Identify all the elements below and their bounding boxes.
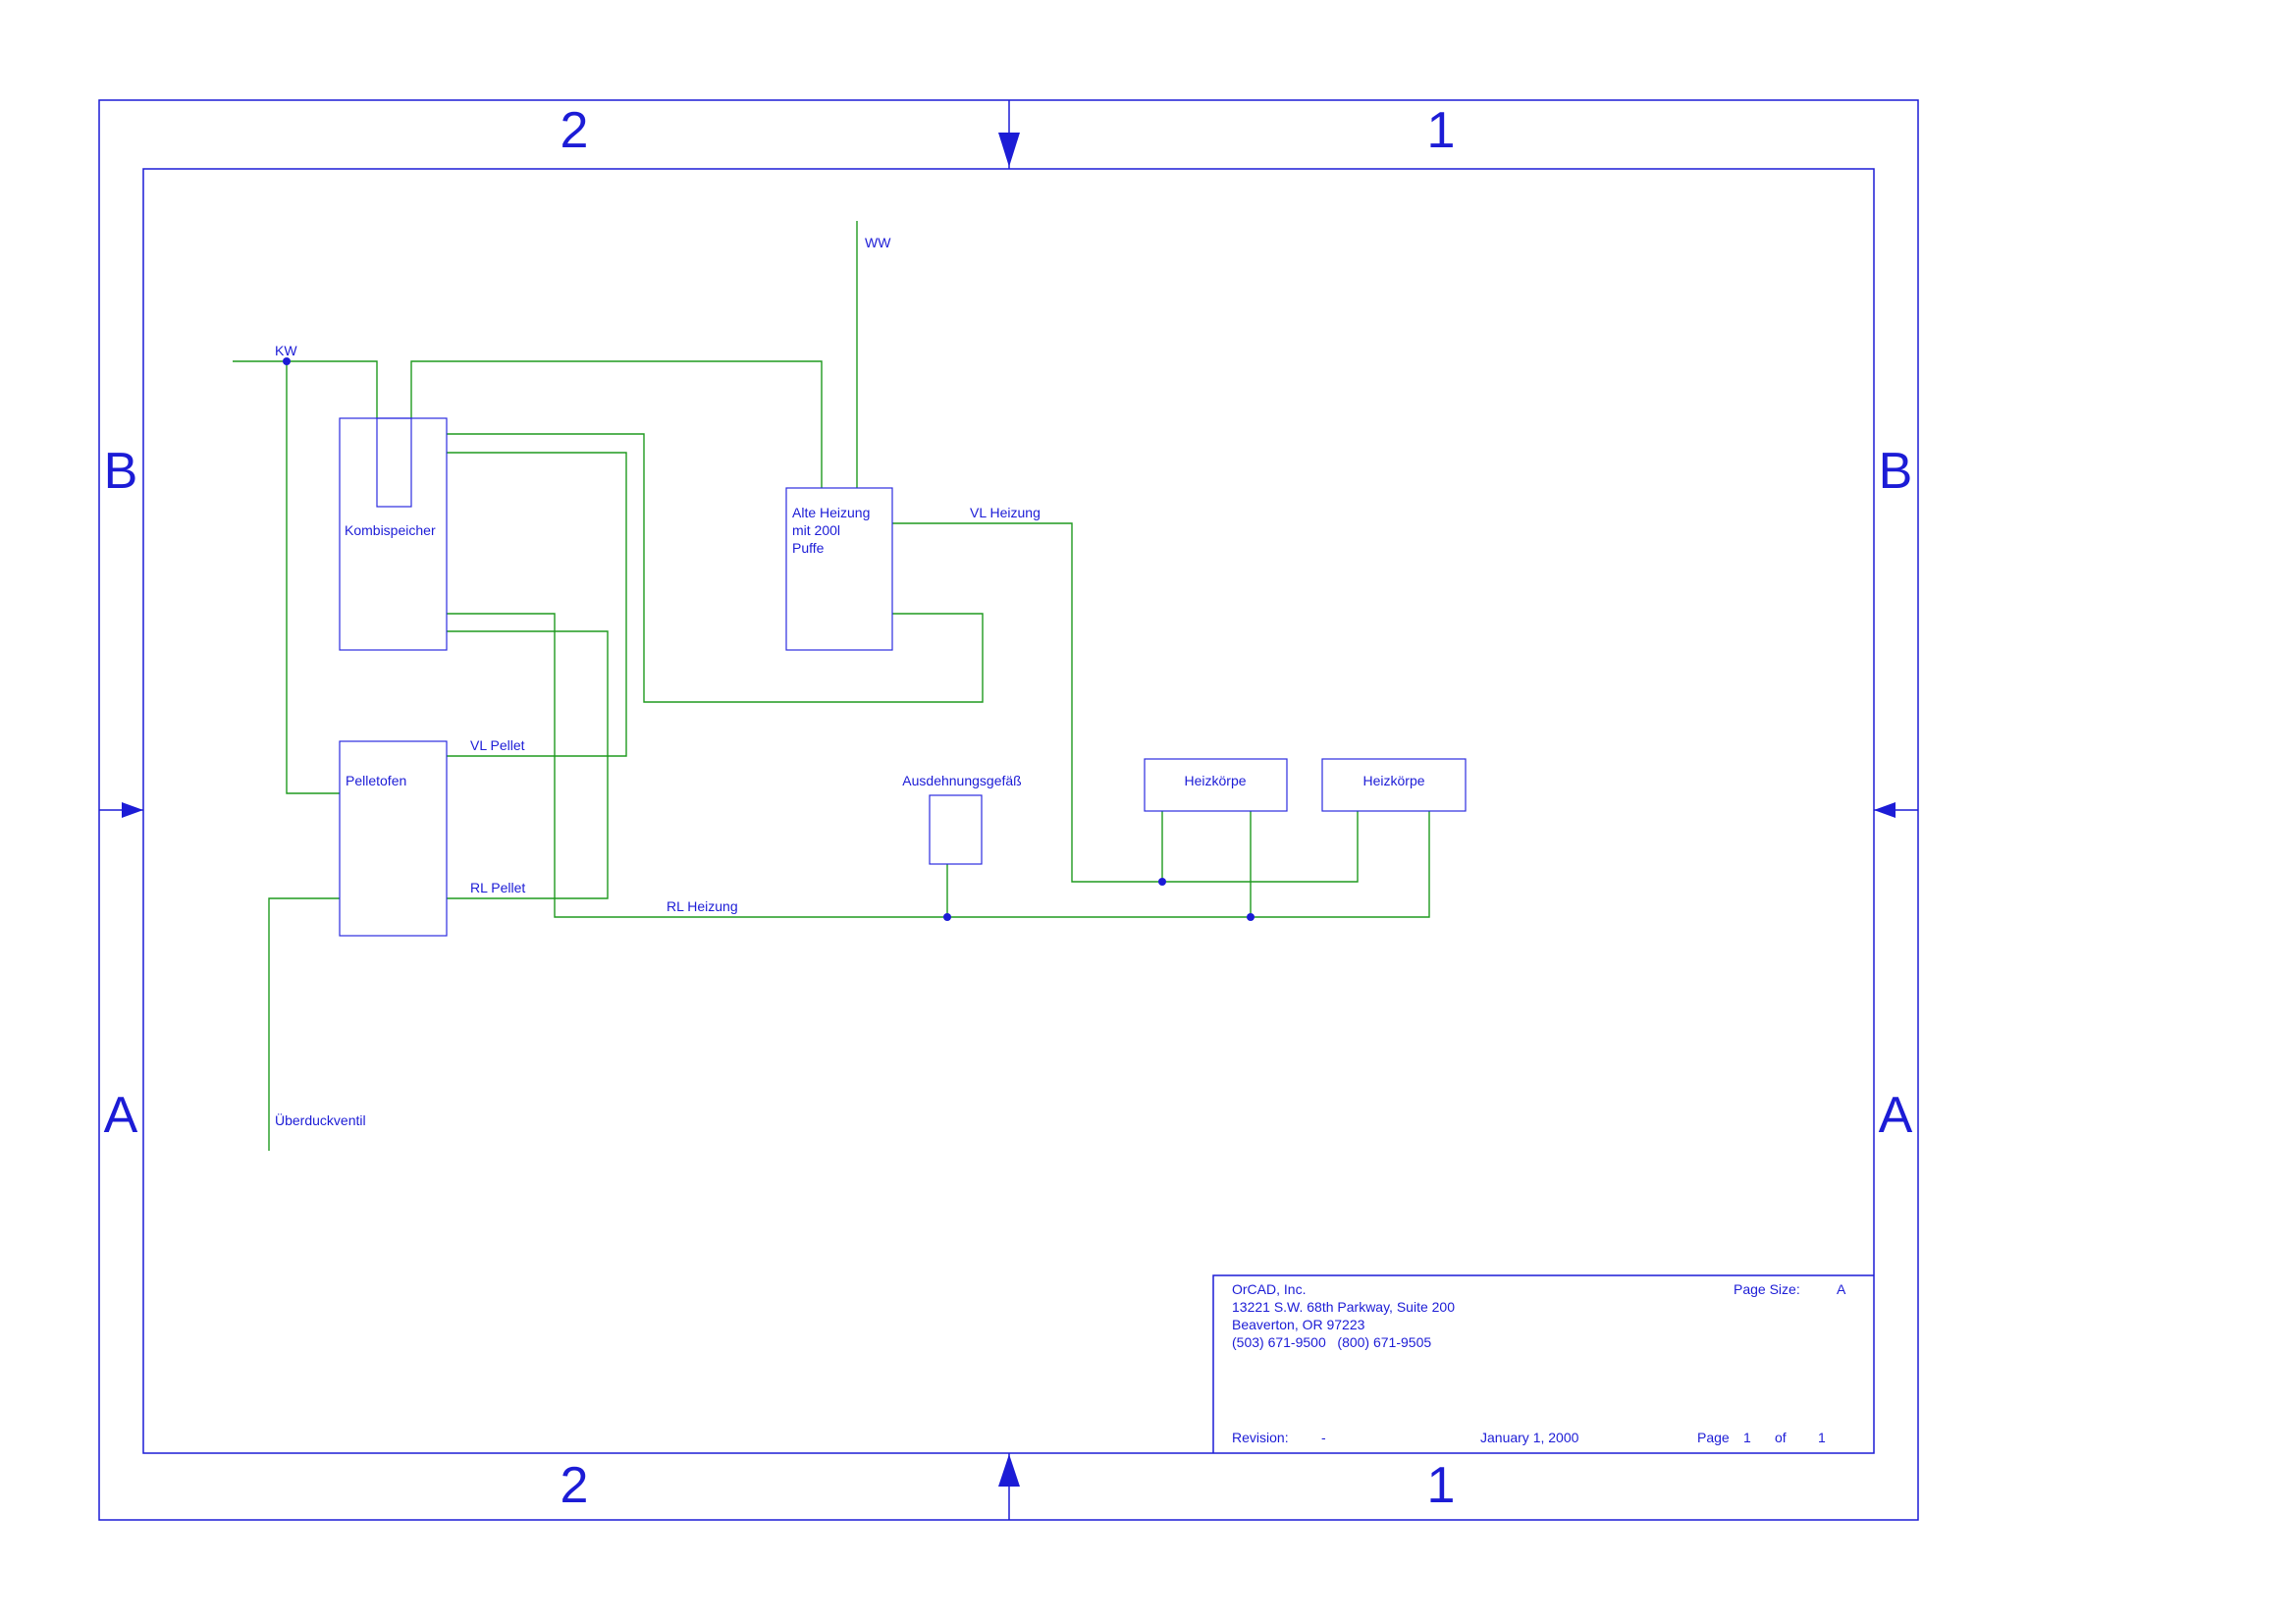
page-number: 1: [1743, 1430, 1751, 1445]
ueberdruckventil-line: [268, 897, 340, 1151]
inner-border: [142, 168, 1875, 1454]
alte-heizung-label-3: Puffe: [792, 540, 825, 556]
bottom-center-arrow-icon: [998, 1454, 1020, 1487]
zone-right-lower: A: [1879, 1087, 1913, 1144]
alte-heizung-label-1: Alte Heizung: [792, 505, 870, 520]
top-center-arrow-icon: [998, 133, 1020, 167]
net-label-ww: WW: [865, 235, 891, 250]
of-label: of: [1775, 1430, 1787, 1445]
left-center-arrow-icon: [122, 802, 143, 818]
title-block: OrCAD, Inc. 13221 S.W. 68th Parkway, Sui…: [1212, 1274, 1874, 1453]
kombispeicher-coil: [376, 417, 412, 508]
kw-drop-to-pelletofen: [286, 361, 340, 794]
kw-line: [233, 360, 378, 418]
junction-rl-ausdehnung: [943, 913, 951, 921]
title-phone: (503) 671-9500 (800) 671-9505: [1232, 1334, 1431, 1350]
components: Kombispeicher Alte Heizung mit 200l Puff…: [339, 417, 1467, 937]
coil-to-alte-heizung: [410, 360, 823, 488]
speicher-loop-outer: [447, 433, 984, 703]
page-label: Page: [1697, 1430, 1730, 1445]
rl-heizung-line: [447, 613, 1430, 918]
page-total: 1: [1818, 1430, 1826, 1445]
right-center-arrow-icon: [1874, 802, 1896, 818]
rl-pellet-line: [447, 630, 609, 899]
alte-heizung-label-2: mit 200l: [792, 522, 840, 538]
zone-top-left: 2: [561, 102, 589, 159]
drawing-frame: 2 1 2 1 B A B A: [98, 99, 1919, 1521]
page-size-label: Page Size:: [1734, 1281, 1800, 1297]
junction-vl-heizkoerper: [1158, 878, 1166, 886]
title-company: OrCAD, Inc.: [1232, 1281, 1306, 1297]
revision-value: -: [1321, 1430, 1326, 1445]
net-label-vl-pellet: VL Pellet: [470, 737, 525, 753]
zone-right-upper: B: [1879, 443, 1913, 500]
junction-kw: [283, 357, 291, 365]
junction-rl-heizkoerper: [1247, 913, 1255, 921]
pelletofen-box: [339, 740, 448, 937]
net-label-vl-heizung: VL Heizung: [970, 505, 1041, 520]
net-label-rl-heizung: RL Heizung: [667, 898, 738, 914]
pipe-network: [233, 221, 1430, 1151]
title-date: January 1, 2000: [1480, 1430, 1579, 1445]
zone-left-upper: B: [104, 443, 138, 500]
vl-heizung-line: [892, 522, 1359, 883]
revision-label: Revision:: [1232, 1430, 1289, 1445]
ausdehnungsgefaess-box: [929, 794, 983, 865]
zone-left-lower: A: [104, 1087, 138, 1144]
outer-border: [98, 99, 1919, 1521]
page-size-value: A: [1837, 1281, 1846, 1297]
ausdehnungsgefaess-label: Ausdehnungsgefäß: [902, 773, 1021, 788]
title-block-border: [1212, 1274, 1874, 1453]
pelletofen-label: Pelletofen: [346, 773, 406, 788]
zone-bottom-left: 2: [561, 1457, 589, 1514]
heizkoerper-1-box: [1144, 758, 1288, 812]
title-address-2: Beaverton, OR 97223: [1232, 1317, 1365, 1332]
title-address-1: 13221 S.W. 68th Parkway, Suite 200: [1232, 1299, 1455, 1315]
alte-heizung-box: [785, 487, 893, 651]
net-label-rl-pellet: RL Pellet: [470, 880, 525, 895]
zone-bottom-right: 1: [1427, 1457, 1456, 1514]
net-label-kw: KW: [275, 343, 297, 358]
vl-pellet-line: [447, 452, 627, 757]
heizkoerper-1-label: Heizkörpe: [1184, 773, 1246, 788]
heizkoerper-2-label: Heizkörpe: [1362, 773, 1424, 788]
kombispeicher-label: Kombispeicher: [345, 522, 436, 538]
heizkoerper-2-box: [1321, 758, 1467, 812]
net-label-ueberdruckventil: Überduckventil: [275, 1111, 366, 1128]
zone-top-right: 1: [1427, 102, 1456, 159]
net-labels: WW KW VL Heizung VL Pellet RL Pellet RL …: [275, 235, 1041, 1128]
